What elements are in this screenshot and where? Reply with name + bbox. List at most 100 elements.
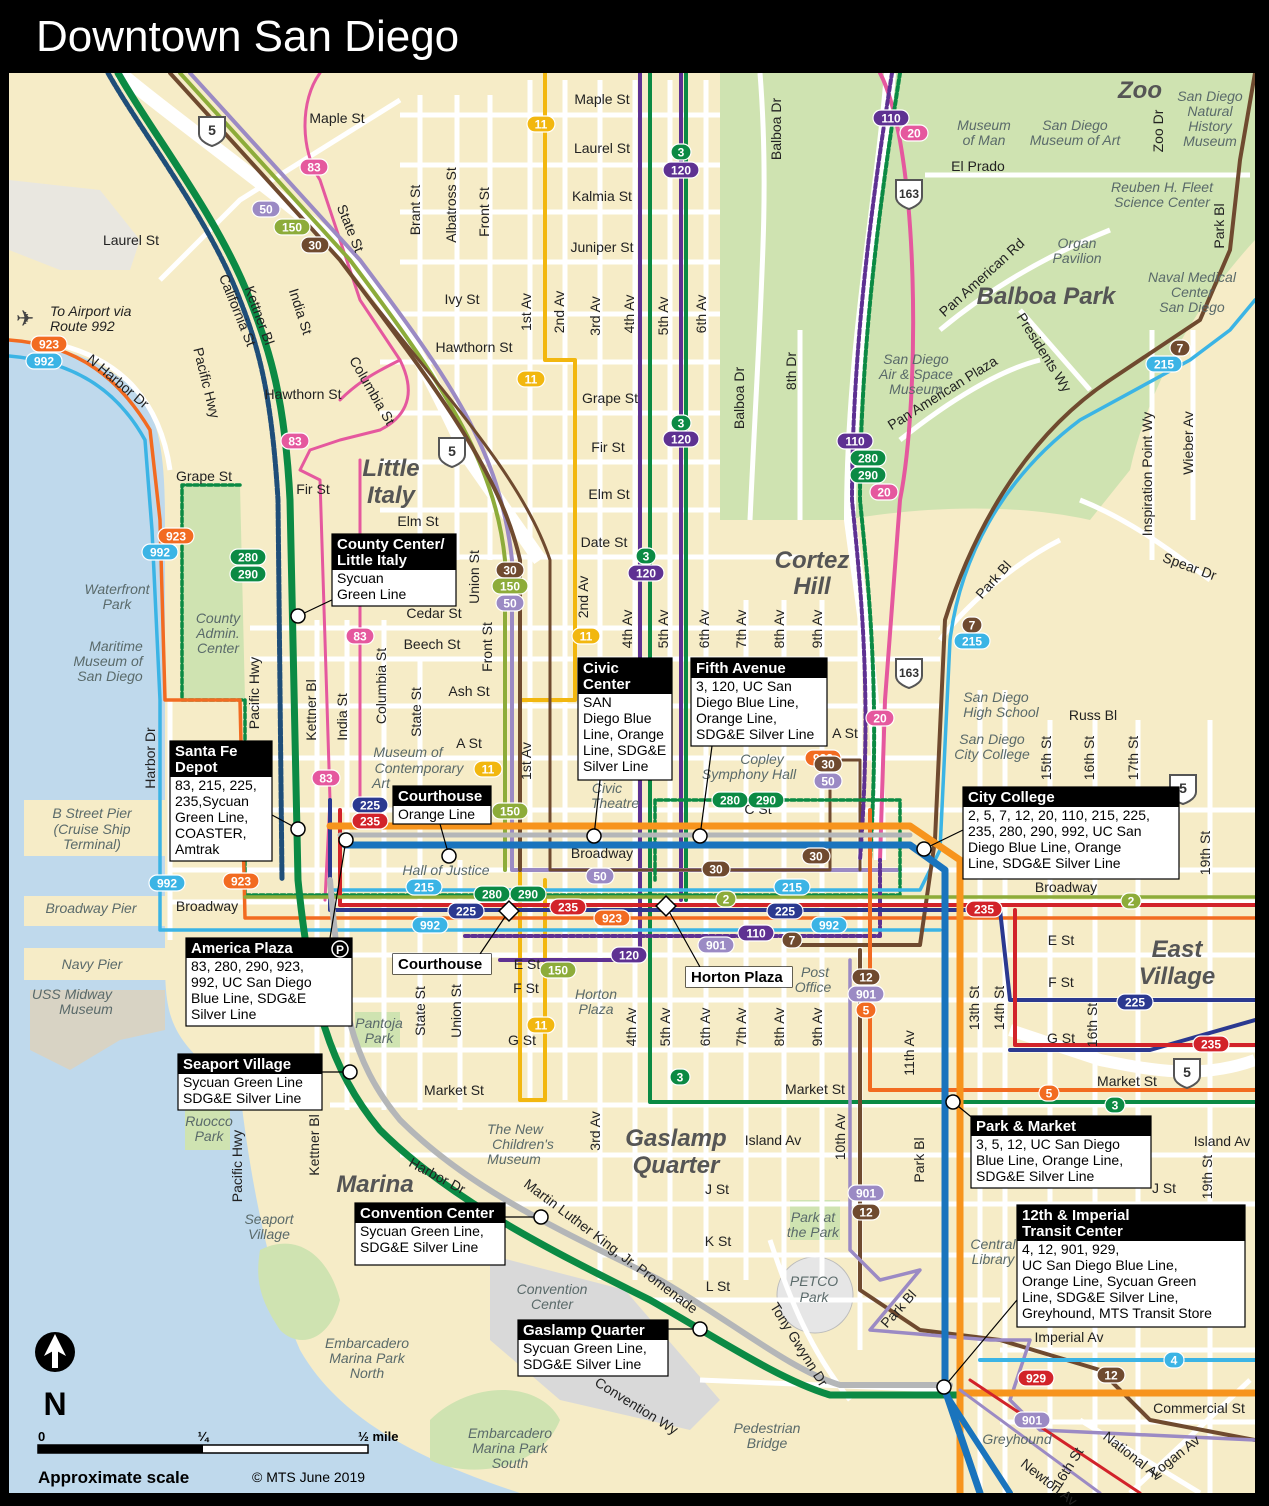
place-label: Cortez: [775, 547, 850, 574]
station-lines: 235,Sycuan: [175, 793, 249, 809]
route-badge: 3: [670, 414, 692, 432]
route-badge: 280: [711, 791, 749, 809]
station-lines: Blue Line, Orange Line,: [976, 1152, 1123, 1168]
station-name: Fifth Avenue: [696, 660, 786, 677]
place-label: Park: [800, 1289, 830, 1305]
place-label: Museum: [889, 381, 943, 397]
route-number: 20: [873, 712, 887, 726]
street-label: Balboa Dr: [768, 98, 784, 161]
highway-number: 5: [1179, 780, 1187, 796]
place-label: Terminal): [63, 836, 121, 852]
route-number: 215: [962, 635, 982, 649]
route-number: 120: [636, 567, 656, 581]
route-number: 280: [238, 551, 258, 565]
route-badge: 290: [849, 466, 887, 484]
route-number: 11: [580, 630, 593, 644]
highway-shield: 5: [198, 116, 226, 148]
street-label: 1st Av: [518, 293, 534, 331]
place-label: Reuben H. Fleet: [1111, 179, 1214, 195]
station[interactable]: Horton Plaza: [655, 895, 793, 988]
station-marker-icon: [692, 1321, 708, 1337]
highway-shield: 5: [438, 437, 466, 469]
station-name: County Center/: [337, 536, 445, 553]
station[interactable]: Courthouse: [392, 900, 520, 975]
route-number: 225: [360, 799, 380, 813]
station-lines: Greyhound, MTS Transit Store: [1022, 1305, 1212, 1321]
pantoja-park: [355, 1012, 400, 1052]
street-label: Inspiration Point Wy: [1139, 412, 1155, 536]
route-badge: 11: [526, 1016, 556, 1034]
place-label: Broadway Pier: [45, 900, 137, 916]
highway-shield-icon: [438, 437, 466, 469]
route-badge: 83: [280, 432, 310, 450]
station-lines: Line, Orange: [583, 726, 664, 742]
uss-midway-area: [30, 990, 165, 1070]
route-badge: 3: [669, 1068, 691, 1086]
route-badge: 235: [351, 812, 389, 830]
place-label: Museum: [957, 117, 1011, 133]
station-marker-icon: [533, 1209, 549, 1225]
route-number: 2: [723, 893, 730, 907]
place-label: Theatre: [591, 795, 639, 811]
route-number: 11: [535, 1019, 548, 1033]
street-label: J St: [705, 1181, 729, 1197]
route-badge: 83: [299, 158, 329, 176]
scale-caption: Approximate scale: [38, 1468, 189, 1487]
place-label: San Diego: [77, 668, 143, 684]
route-badge: 110: [737, 924, 775, 942]
highway-number: 163: [899, 666, 919, 680]
street-label: 5th Av: [657, 1008, 673, 1047]
street-label: 4th Av: [619, 610, 635, 649]
street-label: Market St: [424, 1082, 484, 1098]
route-badge: 20: [869, 483, 899, 501]
place-label: of Man: [963, 132, 1006, 148]
station-lines: 3, 120, UC San: [696, 678, 792, 694]
street-label: Union St: [448, 984, 464, 1038]
street-label: F St: [1048, 974, 1074, 990]
place-label: Post: [801, 964, 830, 980]
route-badge: 12: [851, 968, 881, 986]
street-label: 16th St: [1081, 736, 1097, 780]
station-lines: SDG&E Silver Line: [360, 1239, 478, 1255]
place-label: Navy Pier: [62, 956, 124, 972]
place-label: San Diego: [963, 689, 1029, 705]
route-badge: 83: [311, 769, 341, 787]
north-label: N: [43, 1386, 66, 1422]
route-badge: 120: [627, 564, 665, 582]
street-label: 4th Av: [621, 295, 637, 334]
street-label: 8th Av: [771, 610, 787, 649]
street-label: 13th St: [966, 986, 982, 1030]
route-number: 150: [500, 805, 520, 819]
place-label: San Diego: [1177, 88, 1243, 104]
station-lines: 4, 12, 901, 929,: [1022, 1241, 1119, 1257]
street-label: Fir St: [591, 439, 625, 455]
place-label: Convention: [517, 1281, 588, 1297]
park-at-the-park: [790, 1200, 840, 1240]
route-number: 30: [709, 863, 723, 877]
street-label: Grape St: [176, 468, 232, 484]
street-label: 19th St: [1199, 1155, 1215, 1199]
street-label: Front St: [476, 187, 492, 237]
i5-east-freeway: [1008, 1024, 1255, 1078]
street-label: Maple St: [574, 91, 629, 107]
route-number: 12: [859, 971, 873, 985]
route-badge: 280: [473, 885, 511, 903]
route-badge: 7: [961, 616, 983, 634]
station-lines: Line, SDG&E Silver Line: [968, 855, 1121, 871]
route-number: 225: [456, 905, 476, 919]
transit-lines: [9, 73, 1255, 1493]
station-lines: Sycuan Green Line,: [360, 1223, 484, 1239]
